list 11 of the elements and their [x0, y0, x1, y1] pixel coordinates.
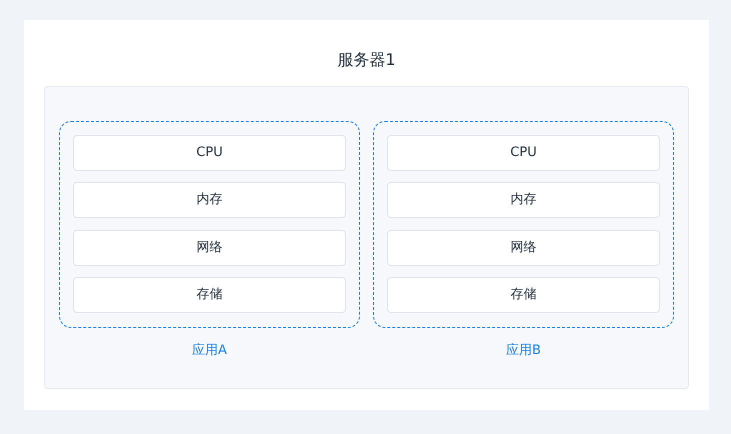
resource-box: 内存: [387, 182, 660, 218]
server-title: 服务器1: [336, 49, 397, 71]
resource-box: 内存: [73, 182, 346, 218]
resource-box: 存储: [387, 276, 660, 313]
group-label: 应用B: [505, 342, 542, 360]
resource-box: 网络: [387, 230, 660, 266]
group-label: 应用A: [191, 342, 228, 360]
resource-box: CPU: [73, 135, 346, 171]
resource-box: 网络: [73, 230, 346, 266]
resource-box: 存储: [73, 276, 346, 313]
resource-box: CPU: [387, 135, 660, 171]
